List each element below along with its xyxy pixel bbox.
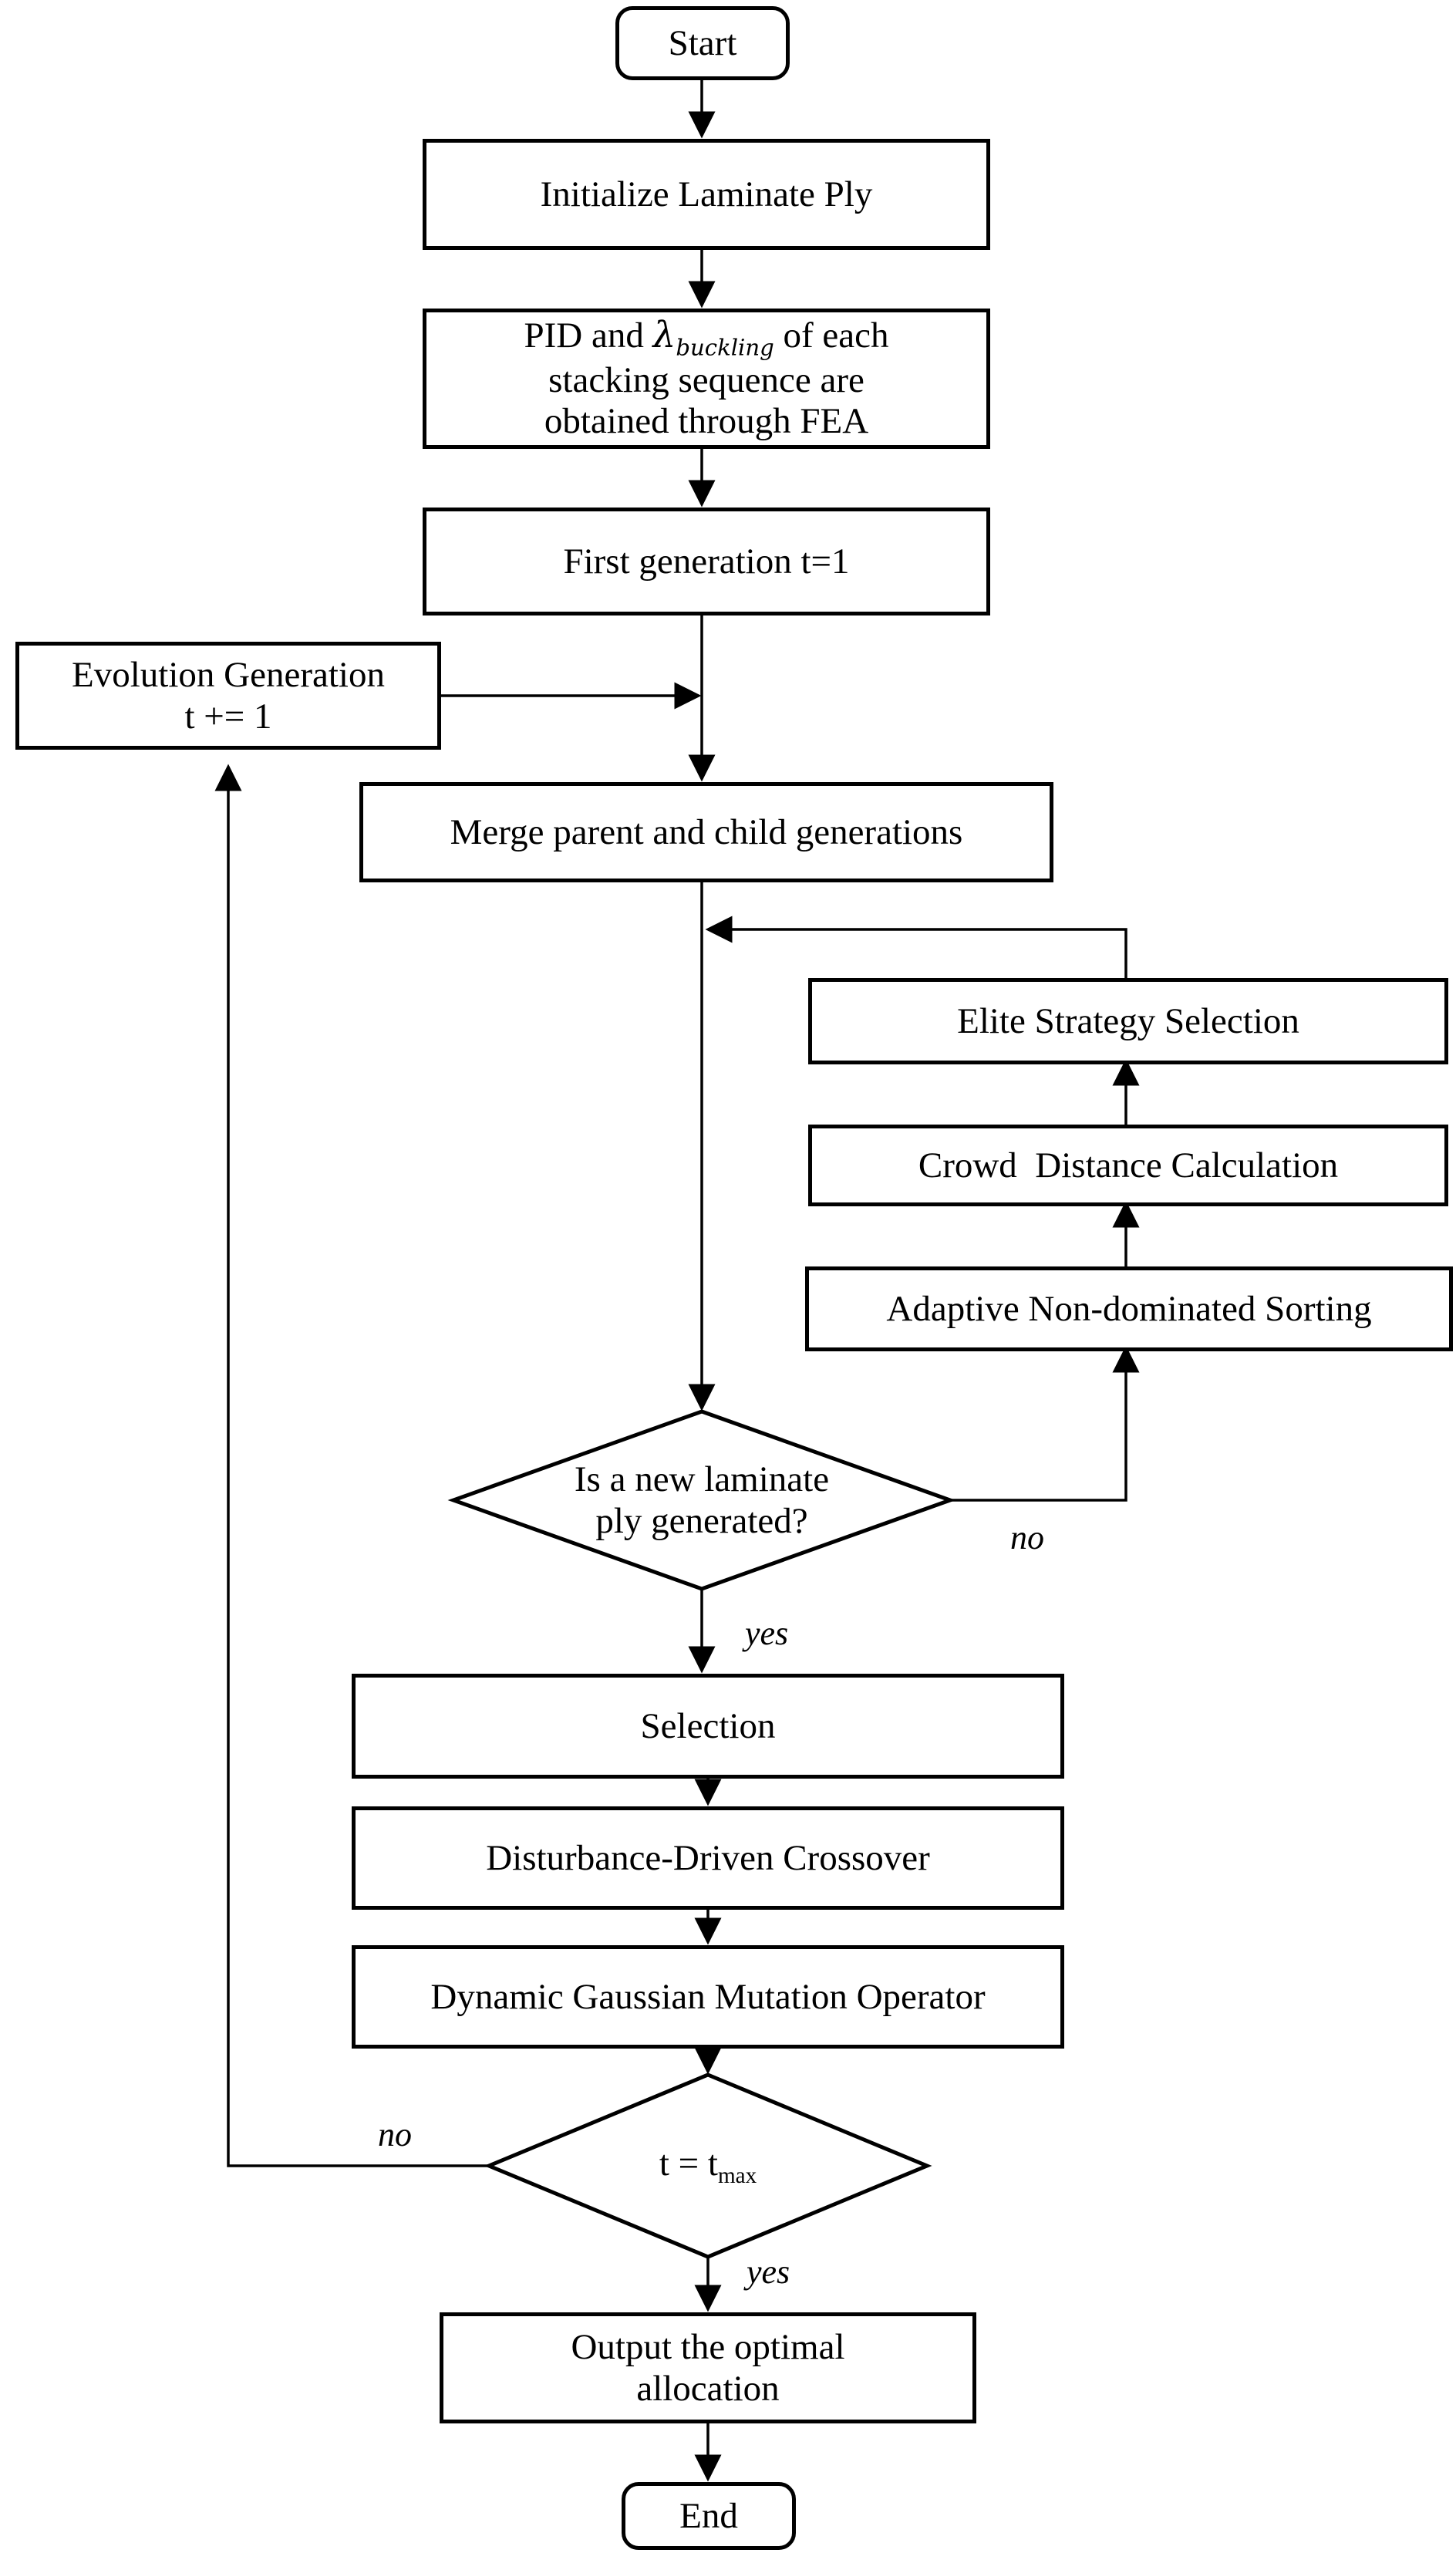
arrow-decision2-no-to-evolution — [214, 764, 489, 2167]
first-generation-box: First generation t=1 — [423, 508, 990, 615]
lambda-subscript: buckling — [676, 334, 774, 361]
decision-new-ply-line-1: Is a new laminate — [574, 1459, 830, 1499]
fea-line-1-suffix: of each — [774, 315, 889, 356]
lambda-char: λ — [652, 314, 676, 357]
initialize-box: Initialize Laminate Ply — [423, 139, 990, 250]
label-yes-2: yes — [747, 2253, 790, 2291]
decision-tmax-formula: t = tmax — [659, 2142, 757, 2190]
decision-tmax-text: t = tmax — [569, 2129, 847, 2203]
label-no-2: no — [378, 2116, 412, 2153]
elite-selection-label: Elite Strategy Selection — [957, 1000, 1299, 1041]
evolution-line-1: Evolution Generation — [72, 654, 385, 695]
output-line-1: Output the optimal — [571, 2326, 845, 2367]
evolution-line-2: t += 1 — [184, 696, 272, 737]
initialize-label: Initialize Laminate Ply — [540, 174, 873, 214]
merge-box: Merge parent and child generations — [359, 782, 1053, 882]
decision-new-ply-text: Is a new laminate ply generated? — [494, 1450, 910, 1550]
start-label: Start — [668, 22, 737, 63]
elite-selection-box: Elite Strategy Selection — [808, 978, 1448, 1064]
crowd-distance-label: Crowd Distance Calculation — [918, 1145, 1339, 1185]
merge-label: Merge parent and child generations — [450, 811, 963, 852]
arrow-decision-no-to-sorting — [950, 1345, 1140, 1502]
mutation-box: Dynamic Gaussian Mutation Operator — [352, 1945, 1064, 2049]
fea-box: PID and λbuckling of each stacking seque… — [423, 309, 990, 449]
evolution-generation-box: Evolution Generation t += 1 — [15, 642, 441, 750]
decision-tmax-prefix: t = t — [659, 2143, 718, 2184]
label-yes-1: yes — [745, 1614, 789, 1652]
label-no-1: no — [1010, 1519, 1044, 1556]
output-box: Output the optimal allocation — [440, 2312, 976, 2423]
output-line-2: allocation — [636, 2369, 780, 2409]
crowd-distance-box: Crowd Distance Calculation — [808, 1125, 1448, 1206]
decision-new-ply-line-2: ply generated? — [595, 1501, 808, 1541]
end-node: End — [622, 2482, 796, 2550]
selection-label: Selection — [640, 1705, 776, 1746]
crossover-label: Disturbance-Driven Crossover — [486, 1837, 930, 1878]
crossover-box: Disturbance-Driven Crossover — [352, 1806, 1064, 1910]
selection-box: Selection — [352, 1674, 1064, 1779]
fea-line-3: obtained through FEA — [544, 401, 869, 441]
lambda-symbol: λbuckling — [652, 314, 774, 361]
arrow-elite-to-main — [705, 916, 1127, 978]
fea-line-2: stacking sequence are — [548, 360, 865, 401]
fea-line-1-prefix: PID and — [524, 315, 653, 356]
end-label: End — [679, 2495, 738, 2536]
decision-tmax-subscript: max — [717, 2163, 757, 2189]
adaptive-sorting-box: Adaptive Non-dominated Sorting — [805, 1266, 1453, 1351]
start-node: Start — [615, 6, 790, 80]
adaptive-sorting-label: Adaptive Non-dominated Sorting — [886, 1288, 1372, 1329]
fea-line-1: PID and λbuckling of each — [524, 314, 889, 361]
mutation-label: Dynamic Gaussian Mutation Operator — [430, 1976, 986, 2017]
first-generation-label: First generation t=1 — [563, 541, 850, 582]
